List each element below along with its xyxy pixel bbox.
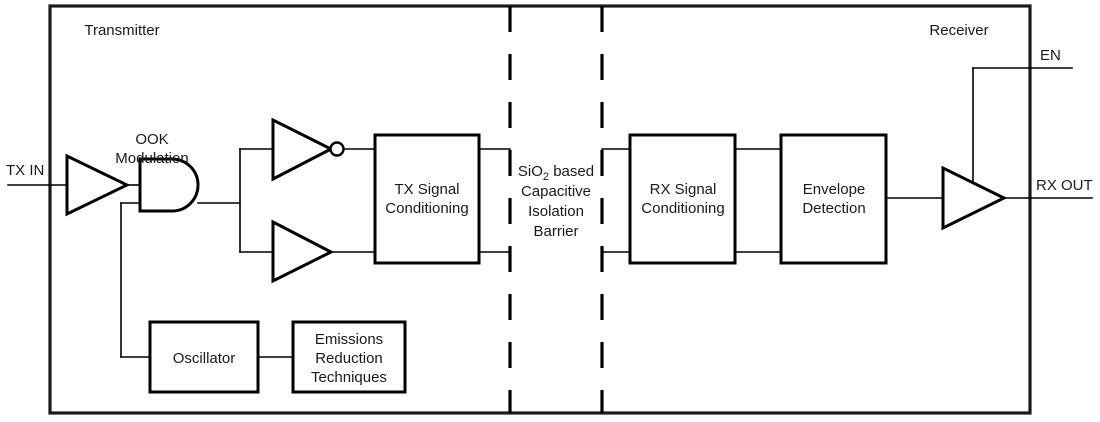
tx-signal-conditioning-block (373, 133, 481, 265)
tx-signal-conditioning-label-line2: Conditioning (385, 200, 468, 217)
rx-signal-conditioning-block (628, 133, 737, 265)
buffer-gate (271, 219, 335, 284)
ook-modulation-label-line1: OOK (135, 131, 168, 148)
envelope-detection-block (779, 133, 888, 265)
barrier-label-line2: Capacitive (521, 183, 591, 200)
barrier-label-line1: SiO2 based (518, 163, 594, 183)
inverter-gate (271, 117, 335, 182)
device-boundary (48, 4, 1032, 415)
barrier-label-line3: Isolation (528, 203, 584, 220)
barrier-label-subscript: 2 (543, 171, 549, 183)
tx-signal-conditioning-label-line1: TX Signal (394, 181, 459, 198)
input-buffer-gate (65, 153, 131, 217)
barrier-label-based: based (549, 163, 594, 180)
inverter-bubble-icon (329, 141, 345, 157)
envelope-detection-label-line2: Detection (802, 200, 865, 217)
emissions-reduction-label-line2: Reduction (315, 350, 383, 367)
transmitter-section-label: Transmitter (84, 22, 159, 39)
rx-signal-conditioning-label-line2: Conditioning (641, 200, 724, 217)
oscillator-block (148, 320, 260, 394)
envelope-detection-label-line1: Envelope (803, 181, 866, 198)
emissions-reduction-label-line3: Techniques (311, 369, 387, 386)
rx-signal-conditioning-label-line1: RX Signal (650, 181, 717, 198)
and-gate (138, 157, 200, 213)
barrier-label-sio: SiO (518, 163, 543, 180)
barrier-label-line4: Barrier (533, 223, 578, 240)
rx-out-port-label: RX OUT (1036, 177, 1093, 194)
receiver-section-label: Receiver (929, 22, 988, 39)
oscillator-label: Oscillator (173, 350, 236, 367)
emissions-reduction-block (291, 320, 407, 394)
emissions-reduction-label-line1: Emissions (315, 331, 383, 348)
ook-modulation-label-line2: Modulation (115, 150, 188, 167)
en-port-label: EN (1040, 47, 1061, 64)
tx-in-port-label: TX IN (6, 162, 44, 179)
